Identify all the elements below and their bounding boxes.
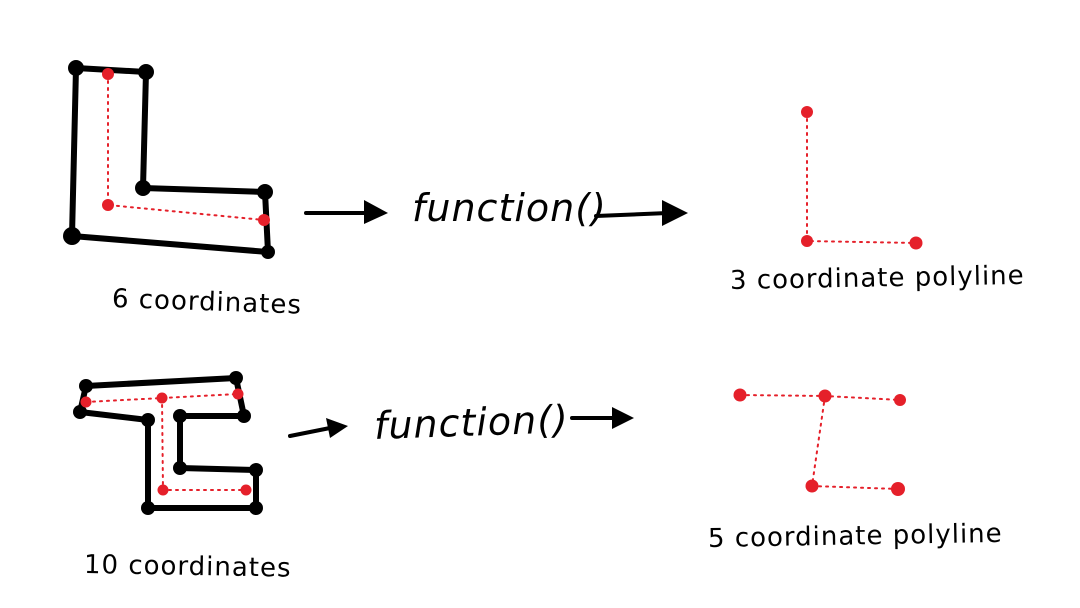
l-polyline-point [801,106,813,118]
t-shape-input [73,371,263,515]
t-shape-vertex [237,409,251,423]
t-polyline-point [733,388,747,402]
arrow-from-function-row1 [594,200,688,226]
t-shape-vertex [173,461,187,475]
arrow-to-function-row2 [288,418,348,438]
t-polyline-point [891,482,905,496]
function-label-row1: function() [412,186,607,230]
l-polyline-point [909,236,923,250]
l-shape-centerline-point [102,199,114,211]
output-count-label-row2: 5 coordinate polyline [707,518,1003,554]
t-shape-vertex [173,409,187,423]
l-shape-vertex [63,227,81,245]
l-shape-centerline-point [258,214,270,226]
l-shape-centerline-point [102,68,114,80]
l-shape-vertex [68,60,84,76]
l-shape-vertex [261,245,275,259]
t-shape-centerline-point [156,392,168,404]
t-shape-vertex [249,463,263,477]
t-shape-vertex [141,413,155,427]
l-shape-input [63,60,275,259]
t-shape-centerline-point [80,396,92,408]
t-shape-vertex [73,405,87,419]
t-shape-vertex [79,379,93,393]
arrow-to-function-row1 [304,200,388,224]
output-count-label-row1: 3 coordinate polyline [729,260,1025,296]
l-polyline-point [801,235,813,247]
t-polyline-output [733,388,906,496]
t-shape-vertex [229,371,243,385]
arrow-from-function-row2 [570,407,634,429]
l-shape-centerline [107,73,265,221]
t-polyline-point [818,389,832,403]
t-polyline-point [805,479,819,493]
t-shape-vertex [141,501,155,515]
l-shape-vertex [135,180,151,196]
t-shape-vertex [249,501,263,515]
l-shape-vertex [257,184,273,200]
t-shape-centerline-point [232,388,244,400]
input-count-label-row2: 10 coordinates [83,550,292,584]
l-shape-vertex [138,64,154,80]
l-shape-outline [69,65,271,255]
function-label-row2: function() [373,397,570,448]
t-shape-centerline-point [240,484,252,496]
t-polyline-point [894,394,906,406]
t-shape-centerline-point [157,484,169,496]
l-polyline-output [801,106,923,250]
